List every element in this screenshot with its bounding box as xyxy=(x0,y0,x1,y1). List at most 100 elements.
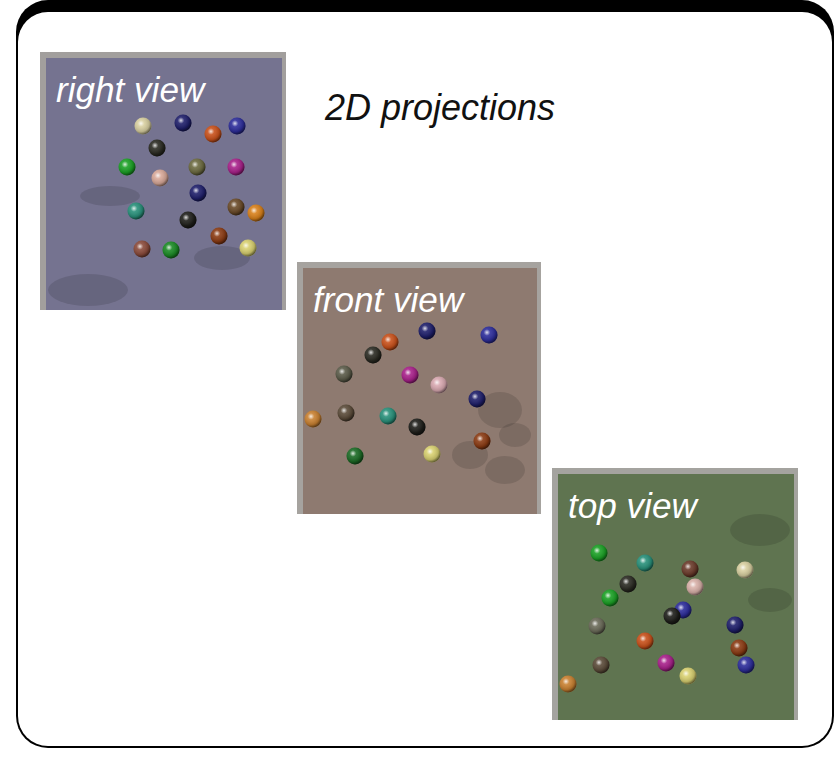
sphere-shine xyxy=(380,408,397,425)
sphere-body xyxy=(228,199,245,216)
sphere-shine xyxy=(163,242,180,259)
sphere-shine xyxy=(620,576,637,593)
sphere-body xyxy=(229,118,246,135)
sphere xyxy=(731,640,748,657)
sphere-body xyxy=(637,555,654,572)
sphere-body xyxy=(589,618,606,635)
sphere xyxy=(163,242,180,259)
sphere-shine xyxy=(680,668,697,685)
sphere-body xyxy=(365,347,382,364)
sphere-shine xyxy=(211,228,228,245)
view-label: right view xyxy=(46,58,282,107)
sphere xyxy=(180,212,197,229)
sphere-shine xyxy=(205,126,222,143)
sphere xyxy=(474,433,491,450)
sphere-shine xyxy=(589,618,606,635)
sphere-shine xyxy=(248,205,265,222)
sphere-shine xyxy=(305,411,322,428)
sphere-shine xyxy=(347,448,364,465)
sphere-shine xyxy=(419,323,436,340)
sphere-body xyxy=(211,228,228,245)
sphere-body xyxy=(474,433,491,450)
sphere-shine xyxy=(382,334,399,351)
sphere-shine xyxy=(402,367,419,384)
sphere-shine xyxy=(481,327,498,344)
sphere xyxy=(190,185,207,202)
sphere-shine xyxy=(731,640,748,657)
sphere-body xyxy=(347,448,364,465)
sphere-body xyxy=(682,561,699,578)
sphere-body xyxy=(382,334,399,351)
sphere xyxy=(680,668,697,685)
sphere xyxy=(637,555,654,572)
sphere-shine xyxy=(658,655,675,672)
sphere-body xyxy=(205,126,222,143)
sphere-body xyxy=(134,241,151,258)
sphere xyxy=(402,367,419,384)
shadow xyxy=(730,514,790,546)
sphere xyxy=(119,159,136,176)
sphere-shine xyxy=(431,377,448,394)
sphere-body xyxy=(305,411,322,428)
sphere-shine xyxy=(149,140,166,157)
sphere-shine xyxy=(424,446,441,463)
sphere xyxy=(637,633,654,650)
view-panel: front view xyxy=(297,262,541,514)
sphere-shine xyxy=(189,159,206,176)
sphere-body xyxy=(591,545,608,562)
sphere xyxy=(380,408,397,425)
sphere xyxy=(560,676,577,693)
sphere xyxy=(382,334,399,351)
sphere xyxy=(727,617,744,634)
sphere-shine xyxy=(180,212,197,229)
sphere-body xyxy=(727,617,744,634)
sphere-shine xyxy=(738,657,755,674)
sphere xyxy=(589,618,606,635)
shadow xyxy=(748,588,792,612)
sphere-body xyxy=(469,391,486,408)
sphere-shine xyxy=(119,159,136,176)
sphere xyxy=(409,419,426,436)
sphere xyxy=(189,159,206,176)
sphere-body xyxy=(119,159,136,176)
sphere-shine xyxy=(338,405,355,422)
sphere xyxy=(228,159,245,176)
sphere-body xyxy=(248,205,265,222)
sphere-shine xyxy=(228,159,245,176)
sphere-body xyxy=(175,115,192,132)
sphere-shine xyxy=(727,617,744,634)
sphere-shine xyxy=(240,240,257,257)
sphere-shine xyxy=(602,590,619,607)
sphere-shine xyxy=(664,608,681,625)
sphere-body xyxy=(336,366,353,383)
sphere-shine xyxy=(560,676,577,693)
sphere-body xyxy=(602,590,619,607)
sphere xyxy=(431,377,448,394)
view-panel: right view xyxy=(40,52,286,310)
sphere xyxy=(228,199,245,216)
sphere xyxy=(365,347,382,364)
sphere-body xyxy=(190,185,207,202)
sphere-body xyxy=(152,170,169,187)
sphere-body xyxy=(658,655,675,672)
sphere xyxy=(305,411,322,428)
sphere-body xyxy=(163,242,180,259)
sphere xyxy=(664,608,681,625)
sphere xyxy=(419,323,436,340)
sphere-shine xyxy=(134,241,151,258)
sphere-body xyxy=(620,576,637,593)
sphere xyxy=(211,228,228,245)
sphere-body xyxy=(180,212,197,229)
sphere-body xyxy=(731,640,748,657)
sphere-shine xyxy=(175,115,192,132)
sphere-shine xyxy=(474,433,491,450)
sphere-body xyxy=(228,159,245,176)
sphere-shine xyxy=(637,633,654,650)
sphere xyxy=(229,118,246,135)
sphere xyxy=(658,655,675,672)
sphere xyxy=(347,448,364,465)
sphere-shine xyxy=(637,555,654,572)
sphere-shine xyxy=(190,185,207,202)
sphere-shine xyxy=(152,170,169,187)
sphere-body xyxy=(637,633,654,650)
